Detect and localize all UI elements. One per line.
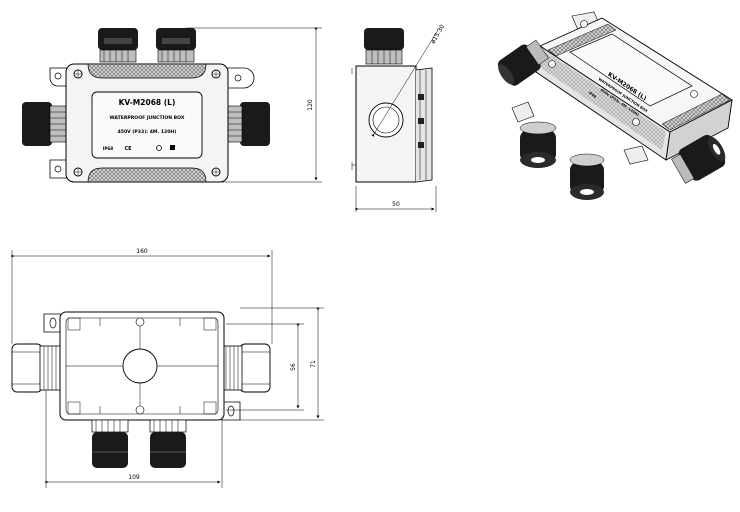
dim-front-height: 120: [307, 99, 314, 111]
recycle-icon: [156, 145, 162, 151]
top-cable-gland-left: [98, 28, 138, 63]
side-view: ø15.30 50: [351, 23, 447, 212]
iso-view: KV-M2068 (L) WATERPROOF JUNCTION BOX 450…: [497, 11, 733, 200]
front-label-type: WATERPROOF JUNCTION BOX: [110, 115, 185, 121]
dim-side-diameter: ø15.30: [430, 23, 447, 45]
dim-bottom-body-length: 109: [128, 474, 140, 481]
dim-bottom-inner-height: 56: [290, 363, 297, 371]
dim-bottom-overall-length: 160: [136, 248, 148, 255]
top-cable-gland-right: [156, 28, 196, 63]
right-cable-gland: [225, 102, 270, 146]
bottom-gland-right: [149, 419, 187, 468]
front-label-model: KV-M2068 (L): [119, 98, 176, 107]
iso-cable-glands: [497, 39, 726, 200]
corner-screws: [73, 69, 221, 177]
side-port: [368, 102, 404, 138]
left-cable-gland: [22, 102, 67, 146]
front-label-ip: IP68: [103, 146, 114, 151]
bottom-view: 160 109 56 71: [11, 248, 324, 488]
bottom-left-gland: [11, 343, 63, 393]
dim-bottom-outer-height: 71: [310, 360, 317, 368]
bottom-gland-left: [91, 419, 129, 468]
bottom-center-boss: [122, 348, 158, 384]
dim-side-width: 50: [392, 201, 400, 208]
front-label-ce: CE: [124, 146, 132, 152]
front-label-plate: [91, 91, 203, 159]
bottom-right-gland: [221, 343, 271, 393]
side-top-gland: [364, 28, 404, 65]
bin-icon: [170, 145, 175, 150]
front-view: KV-M2068 (L) WATERPROOF JUNCTION BOX 450…: [22, 27, 322, 183]
iso-label-ip: IP68: [588, 91, 597, 100]
front-label-rating: 450V (P33): 4M. 120H): [118, 129, 177, 135]
